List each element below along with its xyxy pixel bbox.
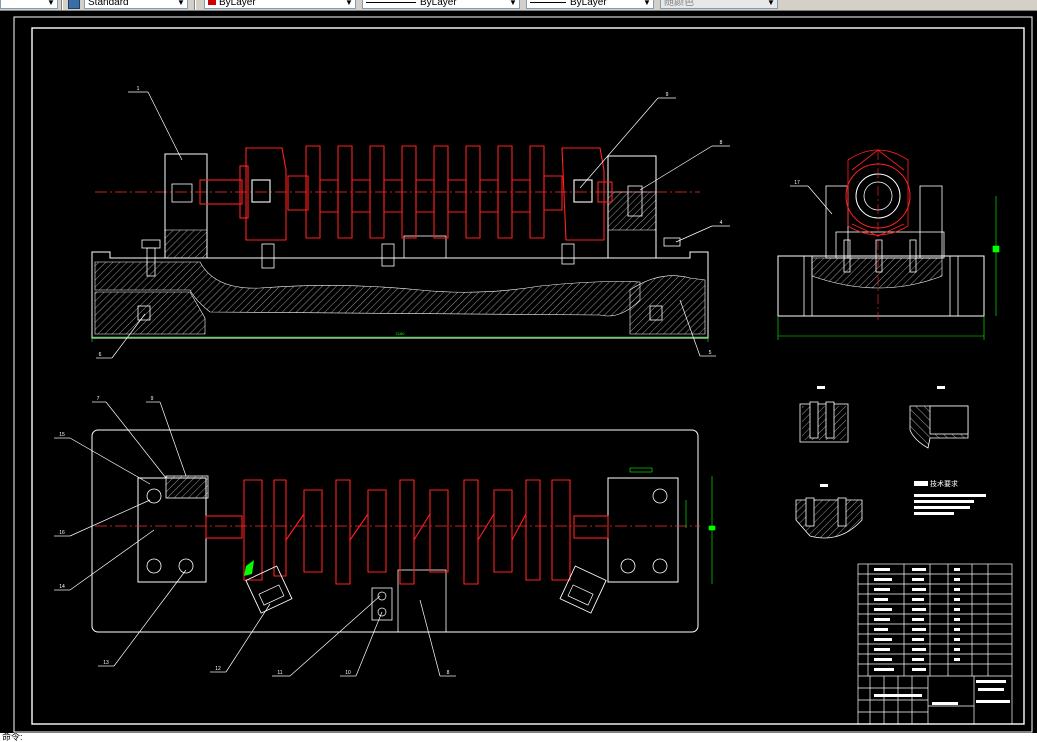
parts-list-text <box>874 568 1010 705</box>
balloon-label: 1 <box>137 86 140 92</box>
unknown-combo[interactable]: ▼ <box>0 0 58 9</box>
chevron-down-icon: ▼ <box>509 0 517 7</box>
plotstyle-value: 随颜色 <box>664 0 694 8</box>
lineweight-select[interactable]: ByLayer ▼ <box>526 0 654 9</box>
detail-views <box>795 386 969 539</box>
chevron-down-icon: ▼ <box>767 0 775 7</box>
linetype-select[interactable]: ByLayer ▼ <box>362 0 520 9</box>
balloon-label: 8 <box>447 670 450 676</box>
drawing-canvas[interactable]: 1 9 8 4 6 5 2180 <box>0 11 1037 733</box>
balloon-label: 9 <box>666 92 669 98</box>
balloon-label: 10 <box>345 670 351 676</box>
color-value: ByLayer <box>219 0 256 8</box>
balloon-label: 12 <box>215 666 221 672</box>
chevron-down-icon: ▼ <box>177 0 185 7</box>
linetype-value: ByLayer <box>420 0 457 8</box>
color-swatch <box>208 0 216 6</box>
technical-requirements: 技术要求 <box>914 479 986 515</box>
lineweight-sample <box>530 1 566 3</box>
balloon-label: 16 <box>59 530 65 536</box>
chevron-down-icon: ▼ <box>345 0 353 7</box>
text-style-icon[interactable] <box>68 0 80 9</box>
balloon-label: 7 <box>97 396 100 402</box>
plotstyle-select[interactable]: 随颜色 ▼ <box>660 0 778 9</box>
balloon-label: 4 <box>720 220 723 226</box>
lineweight-value: ByLayer <box>570 0 607 8</box>
text-style-select[interactable]: Standard ▼ <box>84 0 188 9</box>
chevron-down-icon: ▼ <box>47 0 55 7</box>
balloon-label: 5 <box>709 350 712 356</box>
command-line[interactable]: 命令: <box>0 733 1037 742</box>
balloon-label: 11 <box>277 670 282 676</box>
linetype-sample <box>366 1 416 3</box>
parts-list <box>857 563 1013 725</box>
balloon-label: 8 <box>720 140 723 146</box>
side-view: 17 <box>777 149 1000 340</box>
balloon-label: 9 <box>151 396 154 402</box>
dimension-text: 2180 <box>396 331 406 336</box>
toolbar-separator <box>61 0 63 10</box>
balloon-label: 6 <box>99 352 102 358</box>
command-prompt: 命令: <box>2 733 23 742</box>
properties-toolbar: ▼ Standard ▼ ByLayer ▼ ByLayer ▼ ByLayer ▼ 随… <box>0 0 1037 11</box>
balloon-label: 14 <box>59 584 65 590</box>
toolbar-separator <box>194 0 196 10</box>
color-select[interactable]: ByLayer ▼ <box>204 0 356 9</box>
balloon-label: 17 <box>794 180 800 186</box>
chevron-down-icon: ▼ <box>643 0 651 7</box>
top-view: 7 9 15 16 14 13 12 11 10 8 <box>54 396 716 677</box>
tech-req-title: 技术要求 <box>930 479 958 488</box>
balloon-label: 15 <box>59 432 65 438</box>
front-view: 1 9 8 4 6 5 2180 <box>91 86 730 359</box>
drawing-frame <box>13 16 1033 733</box>
balloon-label: 13 <box>103 660 109 666</box>
text-style-value: Standard <box>88 0 129 8</box>
